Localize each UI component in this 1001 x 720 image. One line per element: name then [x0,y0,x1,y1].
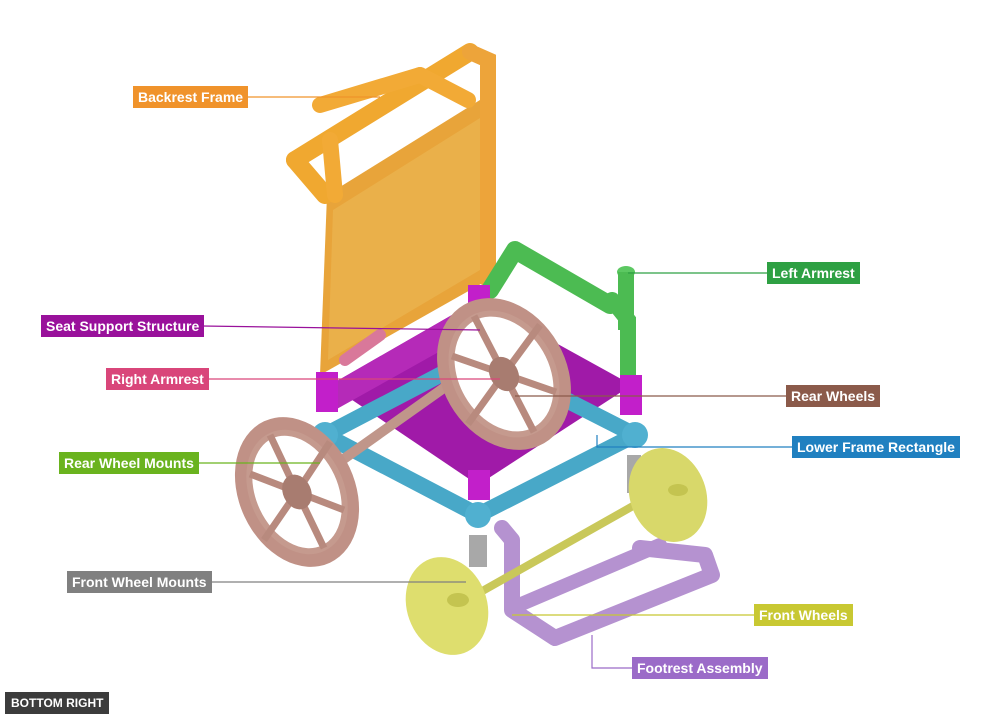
footrest-part [494,520,720,646]
leader-seat-support [201,325,481,331]
left-armrest-part [481,241,636,393]
front-wheels-part [405,448,708,655]
label-front-wheel-mounts: Front Wheel Mounts [67,571,212,593]
label-rear-wheels: Rear Wheels [786,385,881,407]
label-right-armrest: Right Armrest [106,368,209,390]
leader-lower-frame [596,435,794,448]
label-front-wheels: Front Wheels [754,604,853,626]
rear-wheels-part [234,298,571,567]
label-footrest-assembly: Footrest Assembly [632,657,768,679]
label-rear-wheel-mounts: Rear Wheel Mounts [59,452,199,474]
right-armrest-part [339,329,386,366]
backrest-frame-part [286,0,496,375]
label-seat-support-structure: Seat Support Structure [41,315,205,337]
label-backrest-frame: Backrest Frame [133,86,249,108]
leader-footrest [591,635,632,669]
label-lower-frame-rectangle: Lower Frame Rectangle [792,436,960,458]
view-orientation-badge: BOTTOM RIGHT [5,692,110,714]
label-left-armrest: Left Armrest [767,262,860,284]
leader-lines [198,96,794,669]
